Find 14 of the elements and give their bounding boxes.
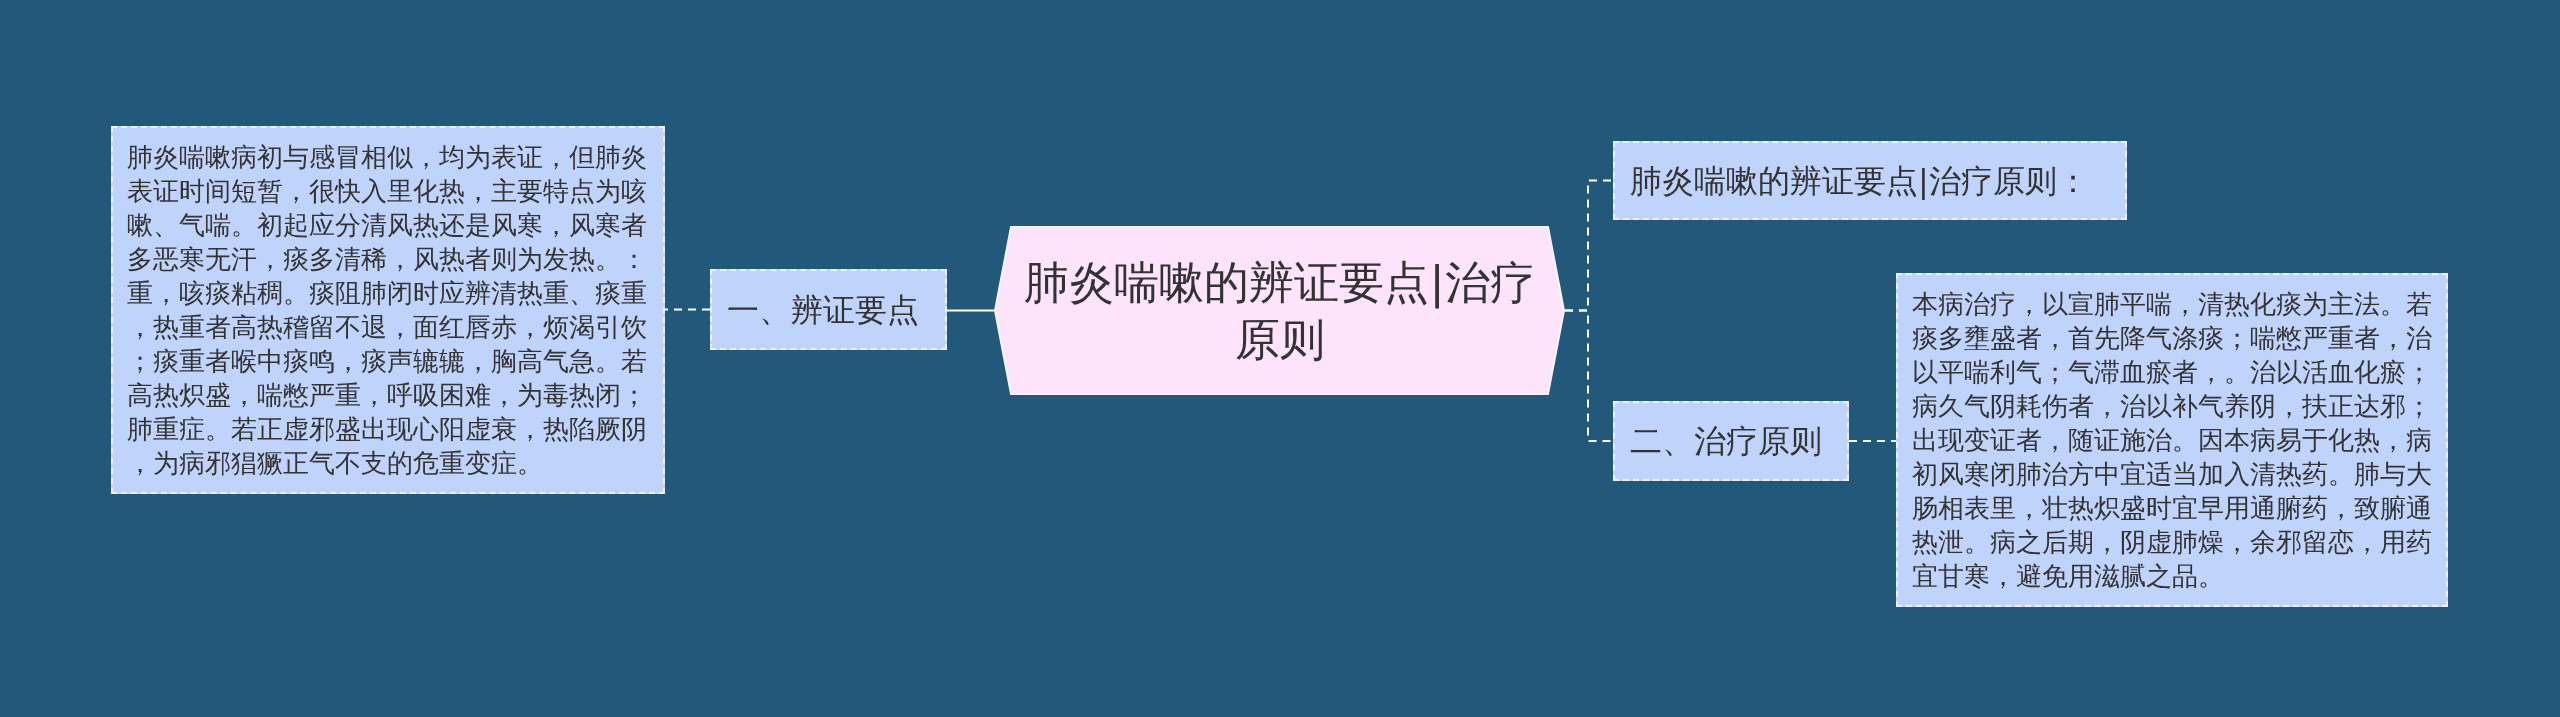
- connector-line: [1564, 309, 1614, 442]
- topic-box: [710, 269, 947, 350]
- topic-text: 肺炎喘嗽的辨证要点|治疗原则：: [1630, 160, 2089, 201]
- topic-text: 一、辨证要点: [727, 289, 919, 330]
- connector-line: [1848, 440, 1897, 442]
- note-text: 本病治疗，以宣肺平喘，清热化痰为主法。若痰多壅盛者，首先降气涤痰；喘憋严重者，治以平喘利气；气滞血瘀者，。治以活血化瘀；病久气阴耗伤者，治以补气养阴，扶正达邪；出现变证者，随证施治。因本病易于化热，病初风寒闭肺治方中宜适当加入清热药。肺与大肠相表里，壮热炽盛时宜早用通腑药，致腑通热泄。病之后期，阴虚肺燥，余邪留恋，用药宜甘寒，避免用滋腻之品。: [1912, 288, 2432, 593]
- central-topic: [994, 226, 1565, 395]
- topic-text: 二、治疗原则: [1630, 421, 1822, 461]
- connector-line: [946, 309, 995, 312]
- topic-box: [1613, 401, 1849, 481]
- topic-title: 肺炎喘嗽的辨证要点|治疗原则: [1023, 254, 1536, 368]
- topic-box: [1613, 141, 2127, 220]
- note-text: 肺炎喘嗽病初与感冒相似，均为表证，但肺炎表证时间短暂，很快入里化热，主要特点为咳嗽、气喘。初起应分清风热还是风寒，风寒者多恶寒无汗，痰多清稀，风热者则为发热。：重，咳痰粘稠。痰阻肺闭时应辨清热重、痰重，热重者高热稽留不退，面红唇赤，烦渴引饮；痰重者喉中痰鸣，痰声辘辘，胸高气急。若高热炽盛，喘憋严重，呼吸困难，为毒热闭；肺重症。若正虚邪盛出现心阳虚衰，热陷厥阴，为病邪猖獗正气不支的危重变症。: [127, 141, 648, 480]
- connector-line: [664, 308, 711, 311]
